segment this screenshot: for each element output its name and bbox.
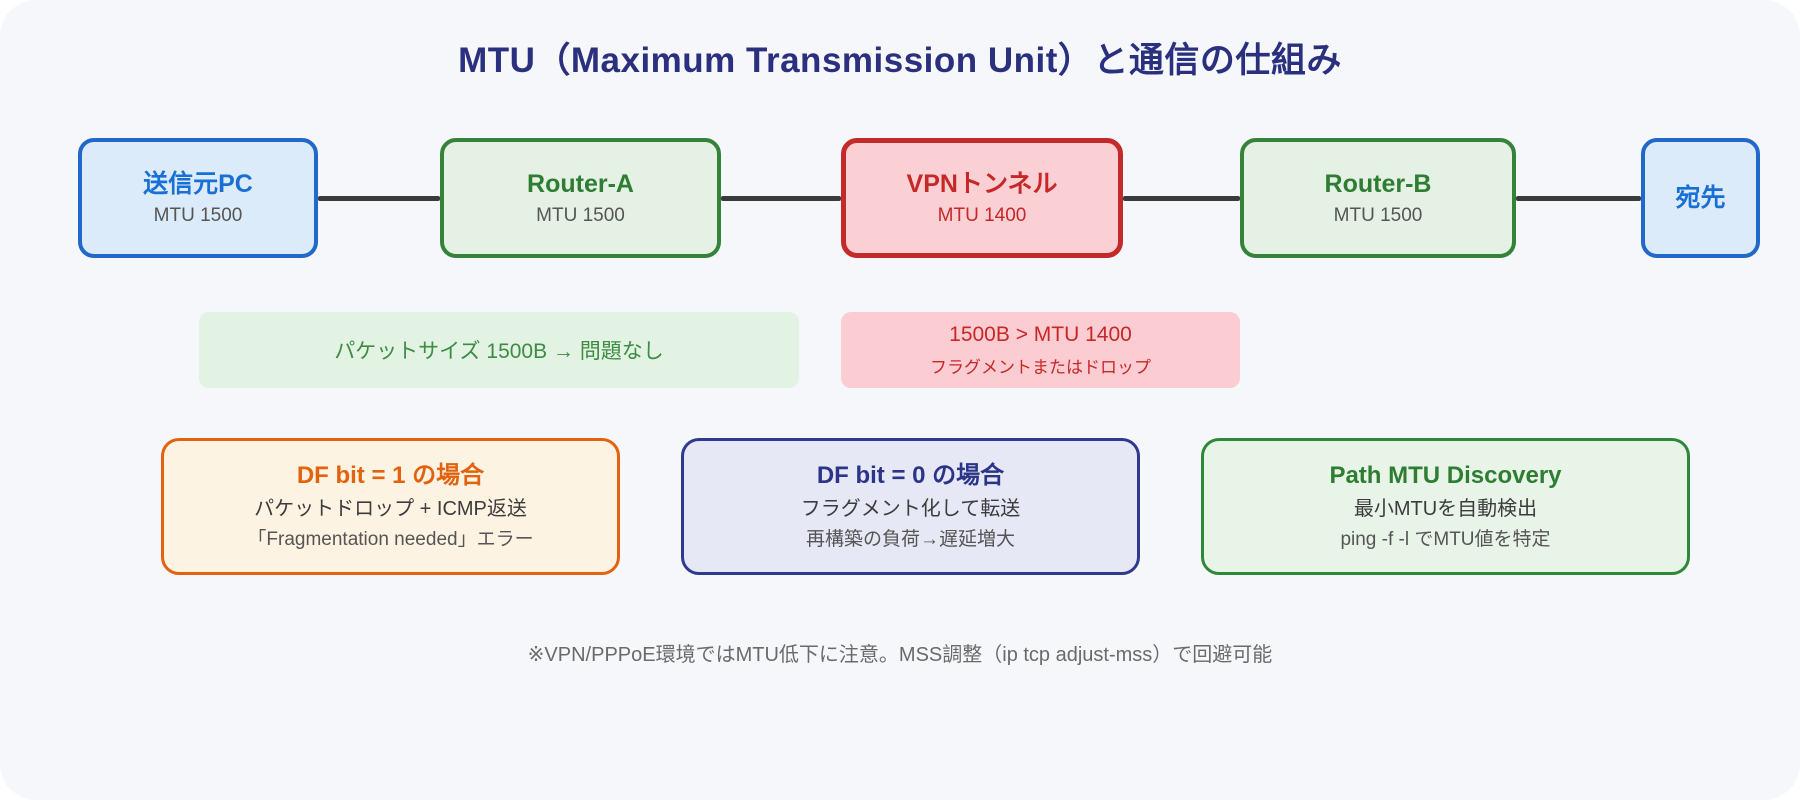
card-path-mtu-discovery-title: Path MTU Discovery [1329, 462, 1562, 489]
status-note-exceed-subtext: フラグメントまたはドロップ [930, 357, 1151, 377]
node-router-b: Router-B MTU 1500 [1240, 138, 1516, 258]
node-source-pc-label: 送信元PC [143, 169, 253, 198]
node-source-pc-mtu: MTU 1500 [153, 204, 243, 226]
node-router-a: Router-A MTU 1500 [440, 138, 721, 258]
link-line-3 [1123, 196, 1240, 201]
node-source-pc: 送信元PC MTU 1500 [78, 138, 318, 258]
status-note-exceed-text: 1500B > MTU 1400 [949, 322, 1132, 346]
card-df-bit-0: DF bit = 0 の場合 フラグメント化して転送 再構築の負荷→遅延増大 [681, 438, 1140, 575]
card-df-bit-0-title: DF bit = 0 の場合 [816, 462, 1005, 489]
status-note-ok-text: パケットサイズ 1500B → 問題なし [334, 340, 664, 363]
card-df-bit-1-title: DF bit = 1 の場合 [296, 462, 485, 489]
link-line-4 [1516, 196, 1641, 201]
link-line-2 [721, 196, 841, 201]
card-df-bit-1-line2: 「Fragmentation needed」エラー [247, 529, 534, 550]
card-df-bit-1: DF bit = 1 の場合 パケットドロップ + ICMP返送 「Fragme… [161, 438, 620, 575]
node-vpn-tunnel-mtu: MTU 1400 [937, 204, 1027, 226]
node-router-a-mtu: MTU 1500 [536, 204, 625, 226]
card-df-bit-1-line1: パケットドロップ + ICMP返送 [254, 498, 527, 520]
card-path-mtu-discovery: Path MTU Discovery 最小MTUを自動検出 ping -f -l… [1201, 438, 1690, 575]
node-router-a-label: Router-A [527, 169, 634, 198]
node-vpn-tunnel: VPNトンネル MTU 1400 [841, 138, 1123, 258]
node-destination: 宛先 [1641, 138, 1760, 258]
card-path-mtu-discovery-line1: 最小MTUを自動検出 [1353, 498, 1538, 520]
node-router-b-mtu: MTU 1500 [1333, 204, 1423, 226]
card-df-bit-0-line2: 再構築の負荷→遅延増大 [805, 529, 1015, 550]
node-router-b-label: Router-B [1324, 169, 1432, 198]
node-destination-label: 宛先 [1675, 183, 1726, 212]
card-path-mtu-discovery-line2: ping -f -l でMTU値を特定 [1340, 529, 1551, 550]
page-title: MTU（Maximum Transmission Unit）と通信の仕組み [458, 41, 1342, 80]
footnote: ※VPN/PPPoE環境ではMTU低下に注意。MSS調整（ip tcp adju… [527, 644, 1273, 666]
status-note-exceed: 1500B > MTU 1400 フラグメントまたはドロップ [841, 312, 1240, 388]
node-vpn-tunnel-label: VPNトンネル [906, 169, 1058, 198]
card-df-bit-0-line1: フラグメント化して転送 [800, 498, 1021, 520]
link-line-1 [318, 196, 440, 201]
status-note-ok: パケットサイズ 1500B → 問題なし [199, 312, 799, 388]
